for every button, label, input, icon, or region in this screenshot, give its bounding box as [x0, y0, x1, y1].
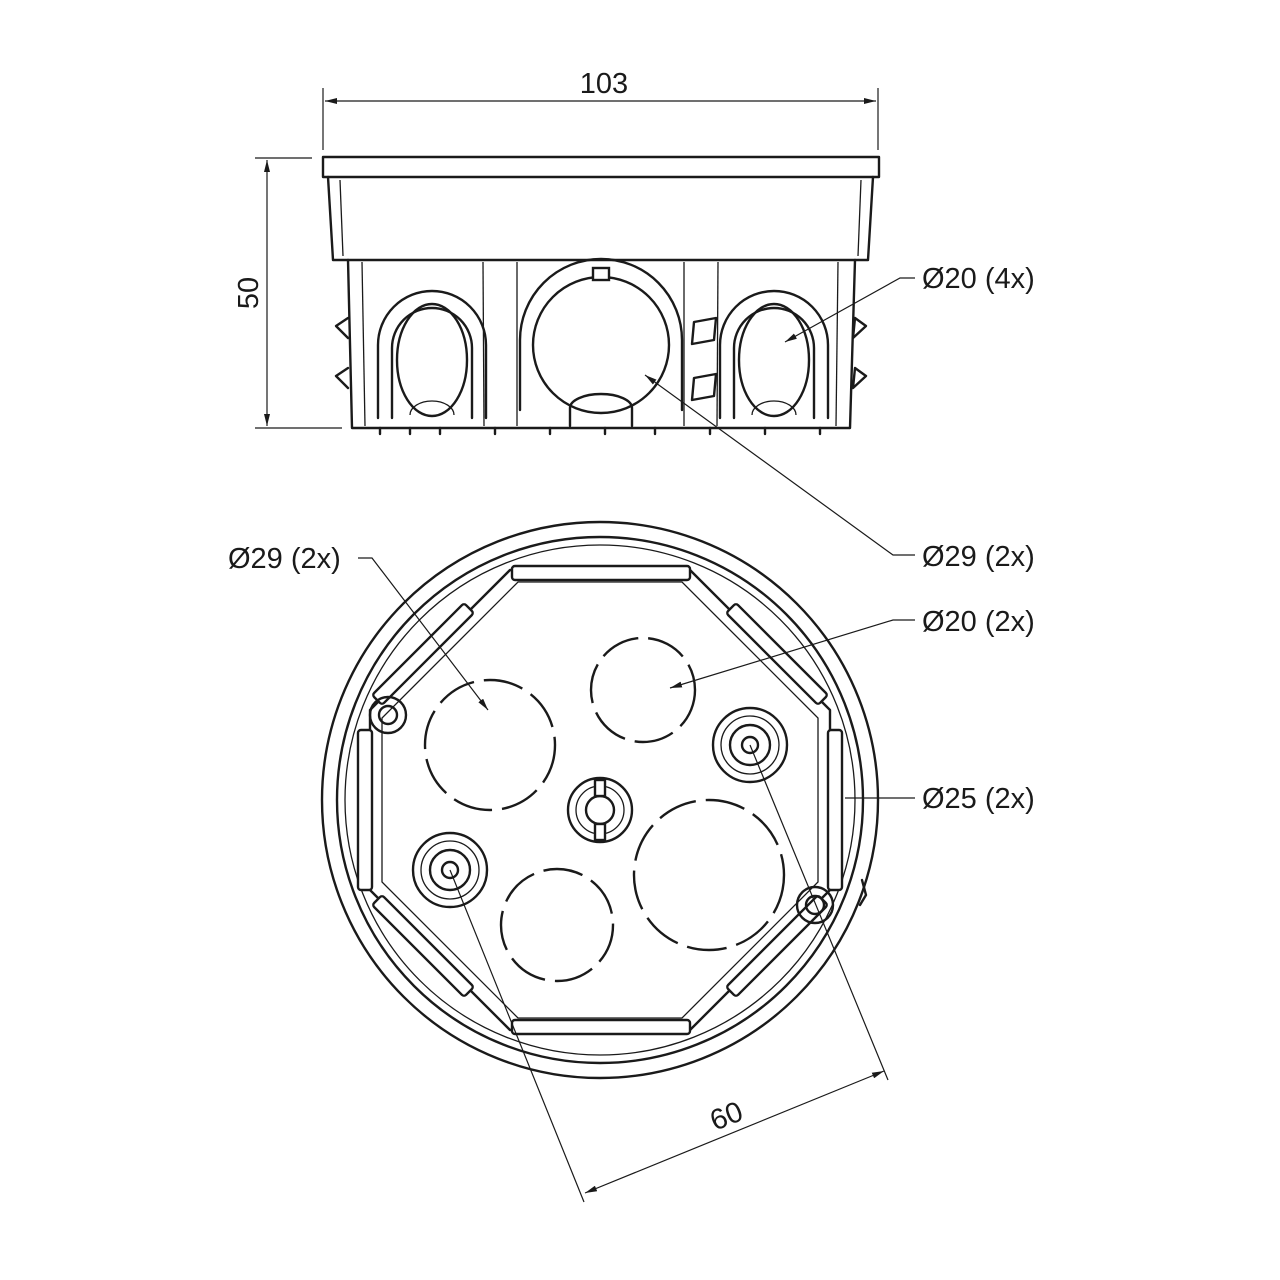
boss-spacing-label: 60 — [706, 1096, 748, 1138]
extension-line-boss-right — [749, 744, 889, 1081]
wall-slots — [356, 564, 844, 1036]
side-knockout-small-left — [376, 289, 488, 420]
top-view — [320, 520, 915, 1203]
leader-side-small-holes — [784, 277, 915, 343]
screw-boss-right — [711, 706, 789, 784]
box-body — [346, 258, 857, 430]
body-edge-left — [361, 261, 366, 427]
screw-boss-left — [411, 831, 489, 909]
knockout-29-left — [423, 678, 557, 812]
leader-side-large-hole — [644, 374, 915, 556]
callout-bottom-small-holes: Ø20 (2x) — [922, 606, 1035, 638]
outer-rim — [320, 520, 880, 1080]
vent-window-lower — [690, 372, 718, 402]
box-flange — [321, 155, 881, 179]
side-view — [255, 88, 915, 556]
callout-bottom-screw-bosses: Ø25 (2x) — [922, 783, 1035, 815]
knockout-20-top — [589, 636, 697, 744]
rib-4 — [716, 261, 719, 427]
collar-edge-left — [339, 179, 344, 257]
callout-bottom-large-holes: Ø29 (2x) — [228, 543, 341, 575]
tooth-right-upper — [851, 316, 868, 340]
rim-clip — [858, 878, 868, 907]
box-collar — [326, 175, 875, 262]
tooth-left-lower — [334, 366, 350, 390]
width-dimension-label: 103 — [580, 68, 628, 100]
rib-1 — [482, 261, 485, 427]
collar-edge-right — [857, 179, 862, 257]
inner-rim — [335, 535, 865, 1065]
knockout-tab-bottom — [568, 392, 634, 428]
side-knockout-small-right — [718, 289, 830, 420]
tooth-right-lower — [851, 366, 868, 390]
knockout-29-right — [632, 798, 786, 952]
vent-window-upper — [690, 316, 718, 346]
octagon-wall-inner — [381, 581, 819, 1019]
box-feet — [378, 426, 822, 436]
leader-bottom-small-holes — [669, 619, 915, 689]
knockout-notch-top — [591, 266, 611, 282]
corner-post-right — [795, 885, 835, 925]
body-edge-right — [835, 261, 839, 427]
callout-side-small-holes: Ø20 (4x) — [922, 263, 1035, 295]
height-dimension-label: 50 — [233, 277, 265, 309]
inner-rim-shadow — [344, 544, 856, 1056]
extension-line-boss-left — [449, 869, 585, 1203]
side-knockout-large-center — [518, 257, 684, 428]
callout-side-large-hole: Ø29 (2x) — [922, 541, 1035, 573]
corner-post-left — [368, 695, 408, 735]
boss-spacing-dimension-line — [584, 1070, 885, 1194]
tooth-left-upper — [334, 316, 350, 340]
leader-bottom-large-holes — [358, 557, 489, 711]
center-boss — [566, 776, 634, 844]
knockout-20-bottom — [499, 867, 615, 983]
